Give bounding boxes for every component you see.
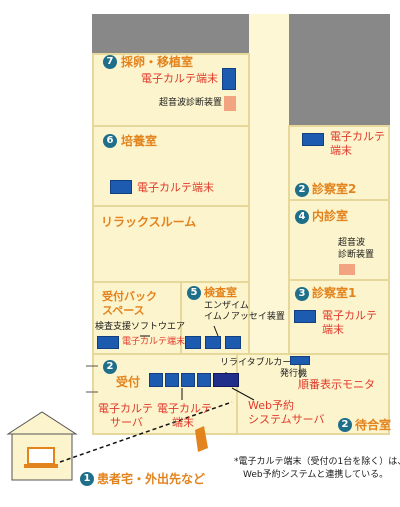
reception-badge: 2 — [103, 360, 117, 374]
web-server-label-1: Web予約 — [248, 399, 294, 412]
room-7-terminal-icon — [222, 68, 236, 90]
display-monitor-icon — [290, 356, 310, 365]
ek-server-label-2: サーバ — [110, 416, 143, 429]
display-monitor-label: 順番表示モニタ — [298, 378, 375, 391]
consult-2-terminal-label-1: 電子カルテ — [330, 130, 385, 143]
waiting-room-title: 待合室 — [355, 418, 392, 432]
card-issuer-label-1: リライタブルカード — [220, 358, 301, 368]
corridor — [249, 14, 289, 354]
room-7-ultrasound-icon — [224, 96, 236, 111]
web-server-label-2: システムサーバ — [248, 413, 325, 426]
reception-terminal-label-2: 端末 — [172, 416, 194, 429]
room-6-terminal-icon — [110, 180, 132, 194]
room-7-terminal-label: 電子カルテ端末 — [141, 72, 218, 85]
laptop-icon — [27, 447, 55, 465]
back-space-terminal-icon — [97, 336, 119, 349]
footnote-line-1: *電子カルテ端末（受付の1台を除く）は、 — [234, 457, 400, 467]
inspection-software-label: 検査支援ソフトウエア — [95, 322, 186, 332]
consult-1-title: 診察室1 — [312, 286, 357, 300]
room-walls — [92, 53, 390, 435]
back-space-title-2: スペース — [102, 304, 145, 317]
reception-title: 受付 — [116, 375, 141, 389]
consult-2-title: 診察室2 — [312, 182, 357, 196]
home-badge: 1 — [80, 472, 94, 486]
immuno-device-icon-3 — [225, 336, 241, 349]
leader-web — [231, 387, 255, 401]
room-4-title: 内診室 — [312, 209, 349, 223]
consult-1-terminal-label-1: 電子カルテ — [322, 309, 377, 322]
immuno-device-icon-1 — [185, 336, 201, 349]
back-space-terminal-label: 電子カルテ端末 — [122, 337, 186, 347]
room-6-terminal-label: 電子カルテ端末 — [137, 181, 214, 194]
wall-block-top-right — [289, 14, 390, 126]
room-4-ultrasound-icon — [339, 264, 355, 275]
footnote-line-2: Web予約システムと連携している。 — [243, 470, 389, 480]
web-server-icon — [197, 373, 211, 387]
ek-server-label-1: 電子カルテ — [98, 402, 153, 415]
home-title: 患者宅・外出先など — [97, 472, 206, 486]
reception-terminal-icon-1 — [165, 373, 179, 387]
consult-1-terminal-icon — [294, 310, 316, 323]
immuno-device-label-1: エンザイム — [204, 301, 249, 311]
room-4-ultrasound-label-2: 診断装置 — [338, 250, 375, 260]
back-space-title-1: 受付バック — [102, 290, 157, 303]
card-issuer-label-2: 発行機 — [280, 369, 308, 379]
consult-2-terminal-icon — [302, 133, 324, 146]
room-4-badge: 4 — [295, 210, 309, 224]
consult-2-terminal-label-2: 端末 — [330, 144, 352, 157]
consult-1-terminal-label-2: 端末 — [322, 323, 344, 336]
laptop-base — [24, 464, 58, 468]
room-6-title: 培養室 — [121, 134, 158, 148]
room-6-badge: 6 — [103, 134, 117, 148]
consult-2-badge: 2 — [295, 183, 309, 197]
house-roof — [6, 411, 78, 435]
ek-server-icon — [149, 373, 163, 387]
smartphone-icon — [195, 426, 208, 452]
consult-1-badge: 3 — [295, 287, 309, 301]
room-7-title: 採卵・移植室 — [121, 55, 194, 69]
room-5-badge: 5 — [187, 286, 201, 300]
room-5-title: 検査室 — [204, 286, 237, 299]
wall-block-top-left — [92, 14, 249, 54]
reception-terminal-icon-2 — [181, 373, 195, 387]
room-7-badge: 7 — [103, 55, 117, 69]
leader-immuno — [213, 325, 219, 337]
waiting-room-badge: 2 — [338, 418, 352, 432]
network-link-line — [59, 401, 233, 463]
room-4-ultrasound-label-1: 超音波 — [338, 238, 366, 248]
reception-terminal-label-1: 電子カルテ — [157, 402, 212, 415]
room-7-ultrasound-label: 超音波診断装置 — [159, 98, 223, 108]
relax-room-title: リラックスルーム — [101, 215, 197, 229]
card-issuer-icon — [213, 373, 239, 387]
immuno-device-label-2: イムノアッセイ装置 — [204, 312, 285, 322]
immuno-device-icon-2 — [205, 336, 221, 349]
